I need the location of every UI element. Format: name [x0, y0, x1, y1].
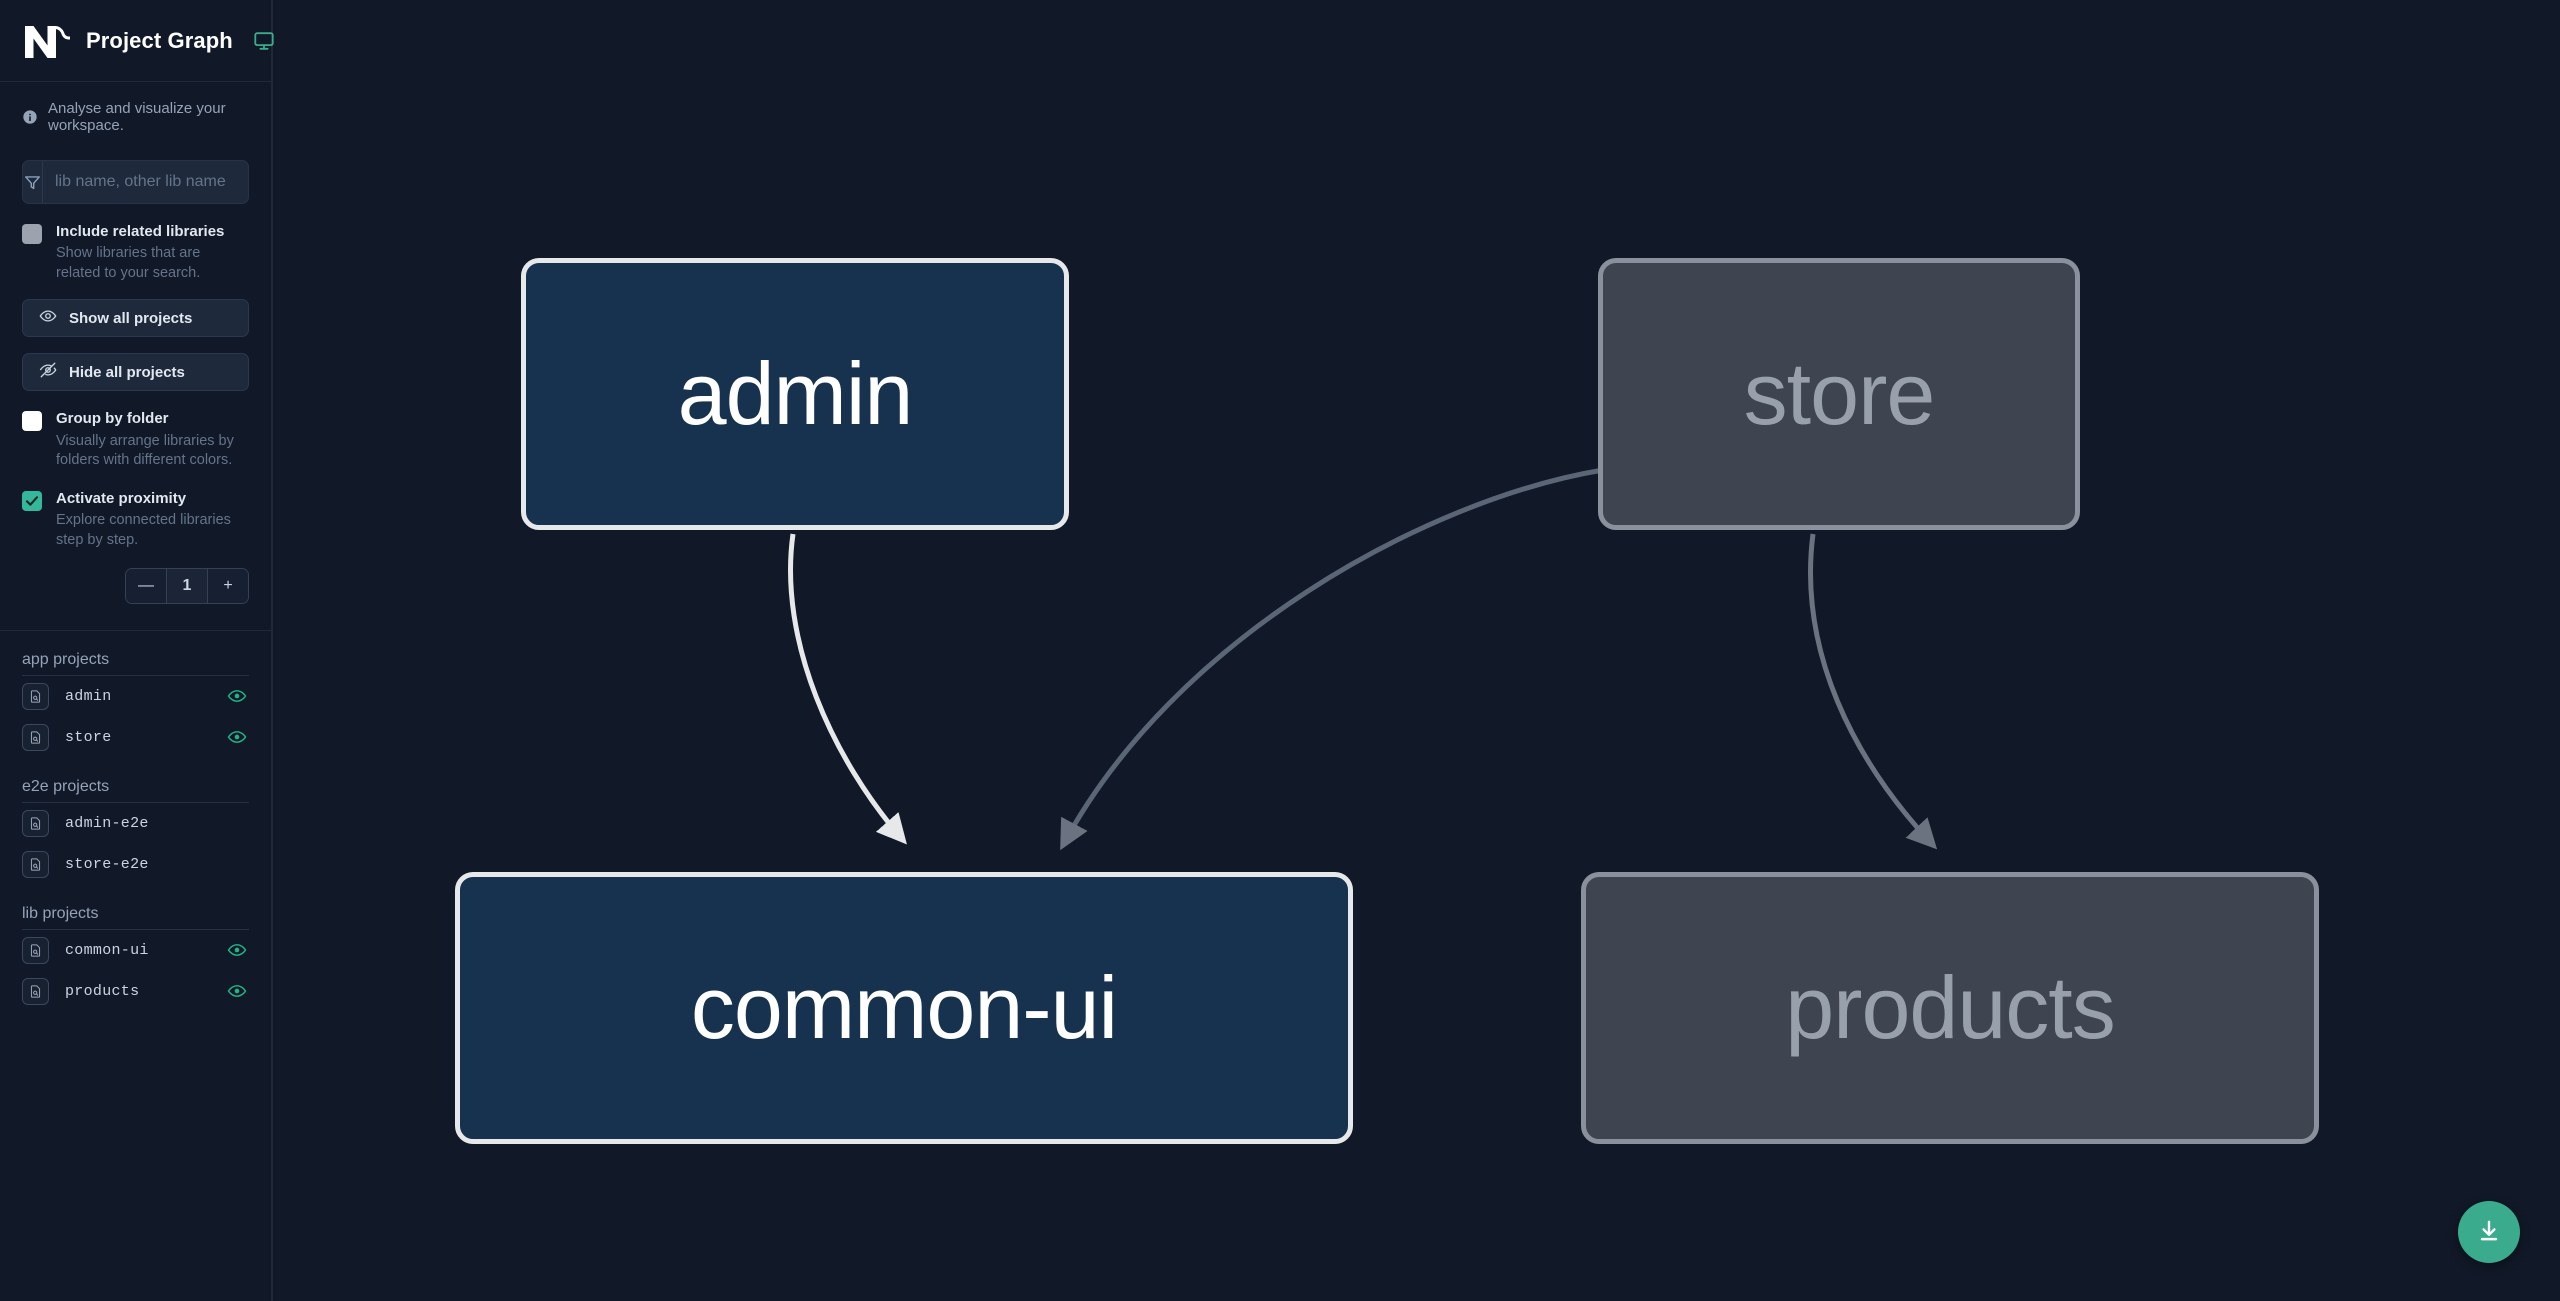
search-box[interactable] [22, 160, 249, 204]
monitor-icon[interactable] [253, 30, 275, 52]
project-row-products[interactable]: products [0, 971, 271, 1012]
project-visible-eye-icon[interactable] [227, 727, 249, 749]
project-file-icon [22, 978, 49, 1006]
graph-node-label: products [1785, 958, 2116, 1057]
project-name: admin-e2e [65, 815, 149, 833]
project-visible-eye-icon[interactable] [227, 981, 249, 1003]
group-by-folder-checkbox[interactable] [22, 411, 42, 432]
include-related-sub: Show libraries that are related to your … [56, 245, 201, 281]
filter-funnel-icon [23, 161, 43, 203]
edge-admin-to-common-ui [788, 533, 907, 845]
show-all-projects-label: Show all projects [69, 309, 193, 327]
eye-off-icon [39, 361, 57, 383]
option-activate-proximity[interactable]: Activate proximity Explore connected lib… [0, 471, 271, 550]
download-graph-button[interactable] [2458, 1201, 2520, 1263]
activate-proximity-checkbox[interactable] [22, 490, 42, 511]
option-group-by-folder[interactable]: Group by folder Visually arrange librari… [0, 391, 271, 470]
project-visible-eye-icon[interactable] [227, 940, 249, 962]
project-row-store-e2e[interactable]: store-e2e [0, 844, 271, 885]
proximity-increment-button[interactable]: + [208, 569, 248, 604]
sidebar: Project Graph Analyse and visualize your… [0, 0, 274, 1301]
proximity-value: 1 [167, 569, 208, 604]
edge-store-to-products [1808, 533, 1938, 850]
info-icon [22, 109, 38, 125]
group-by-folder-label: Group by folder [56, 410, 169, 428]
project-row-store[interactable]: store [0, 717, 271, 758]
project-group-title: lib projects [22, 905, 99, 923]
project-hidden-placeholder [227, 813, 249, 835]
graph-node-label: store [1743, 344, 1936, 443]
eye-icon [39, 307, 57, 329]
project-list: app projects admin store e2e projects ad… [0, 631, 271, 1012]
project-file-icon [22, 724, 49, 752]
proximity-decrement-button[interactable]: — [126, 569, 167, 604]
project-row-common-ui[interactable]: common-ui [0, 930, 271, 971]
project-name: products [65, 983, 140, 1001]
sidebar-description-text: Analyse and visualize your workspace. [48, 100, 226, 134]
activate-proximity-label: Activate proximity [56, 489, 187, 507]
edge-store-to-common-ui [1060, 467, 1604, 851]
project-visible-eye-icon[interactable] [227, 686, 249, 708]
download-icon [2476, 1218, 2502, 1247]
hide-all-projects-button[interactable]: Hide all projects [22, 353, 249, 392]
graph-node-products[interactable]: products [1581, 872, 2319, 1144]
graph-node-store[interactable]: store [1598, 258, 2080, 530]
project-file-icon [22, 683, 49, 711]
proximity-stepper[interactable]: — 1 + [125, 568, 249, 605]
group-rule [22, 929, 249, 931]
project-file-icon [22, 851, 49, 879]
project-row-admin-e2e[interactable]: admin-e2e [0, 803, 271, 844]
group-rule [22, 802, 249, 804]
project-file-icon [22, 810, 49, 838]
option-include-related-libraries[interactable]: Include related libraries Show libraries… [0, 204, 271, 283]
group-rule [22, 675, 249, 677]
project-name: store-e2e [65, 856, 149, 874]
sidebar-divider [0, 630, 271, 632]
page-title: Project Graph [86, 27, 233, 53]
sidebar-description: Analyse and visualize your workspace. [0, 82, 271, 146]
show-all-projects-button[interactable]: Show all projects [22, 299, 249, 338]
project-file-icon [22, 937, 49, 965]
graph-node-admin[interactable]: admin [521, 258, 1069, 530]
search-input[interactable] [43, 161, 248, 203]
activate-proximity-sub: Explore connected libraries step by step… [56, 512, 231, 548]
project-row-admin[interactable]: admin [0, 676, 271, 717]
nx-logo-icon [22, 20, 72, 62]
project-name: store [65, 729, 112, 747]
project-name: common-ui [65, 942, 149, 960]
project-group-title: e2e projects [22, 778, 110, 796]
graph-node-label: common-ui [690, 958, 1118, 1057]
graph-node-label: admin [677, 344, 914, 443]
group-by-folder-sub: Visually arrange libraries by folders wi… [56, 432, 234, 469]
hide-all-projects-label: Hide all projects [69, 363, 185, 381]
include-related-checkbox[interactable] [22, 224, 42, 244]
sidebar-header: Project Graph [0, 0, 274, 82]
graph-canvas[interactable]: admin store common-ui products [273, 0, 2560, 1301]
project-group-title: app projects [22, 651, 110, 669]
project-name: admin [65, 688, 112, 706]
include-related-label: Include related libraries [56, 223, 225, 240]
project-hidden-placeholder [227, 854, 249, 876]
graph-node-common-ui[interactable]: common-ui [455, 872, 1353, 1144]
